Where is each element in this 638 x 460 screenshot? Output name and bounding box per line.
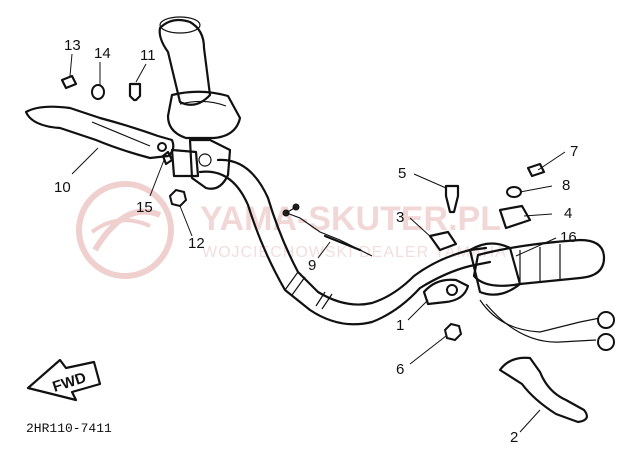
part-label-13: 13 xyxy=(64,37,81,54)
clutch-lever xyxy=(24,105,175,160)
fwd-label: FWD xyxy=(51,369,89,396)
part-label-6: 6 xyxy=(396,361,404,378)
drawing-code: 2HR110-7411 xyxy=(26,421,112,436)
part-label-9: 9 xyxy=(308,257,316,274)
part-label-12: 12 xyxy=(188,235,205,252)
part-label-1: 1 xyxy=(396,317,404,334)
right-grip-assembly xyxy=(468,238,615,351)
leader-lines xyxy=(69,53,566,433)
part-label-5: 5 xyxy=(398,165,406,182)
part-label-10: 10 xyxy=(54,179,71,196)
part-label-15: 15 xyxy=(136,199,153,216)
part-label-14: 14 xyxy=(94,45,111,62)
part-label-7: 7 xyxy=(570,143,578,160)
part-label-11: 11 xyxy=(140,47,156,64)
svg-text:WOJCIECHOWSKI DEALER YAMAHA: WOJCIECHOWSKI DEALER YAMAHA xyxy=(202,244,507,261)
throttle-cable xyxy=(282,203,373,257)
part-label-4: 4 xyxy=(564,205,572,222)
fwd-arrow: FWD xyxy=(26,358,102,402)
left-grip-assembly xyxy=(158,16,242,190)
handlebar xyxy=(198,158,492,326)
part-label-2: 2 xyxy=(510,429,518,446)
part-label-3: 3 xyxy=(396,209,404,226)
small-parts-left xyxy=(60,74,188,208)
svg-text:YAMA-SKUTER.PL: YAMA-SKUTER.PL xyxy=(200,200,501,238)
part-label-8: 8 xyxy=(562,177,570,194)
part-label-16: 16 xyxy=(560,229,577,246)
part-number-labels: 13 14 11 10 15 12 9 5 3 4 7 8 16 1 6 2 xyxy=(54,37,578,446)
watermark-logo: YAMA-SKUTER.PL WOJCIECHOWSKI DEALER YAMA… xyxy=(76,181,507,279)
brake-lever xyxy=(498,356,588,424)
